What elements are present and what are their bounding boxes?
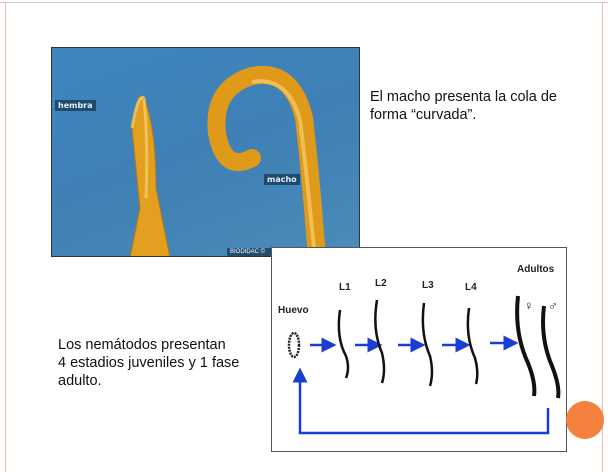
orange-circle-decoration	[566, 401, 604, 439]
life-cycle-diagram: Huevo L1 L2 L3 L4 Adultos ♀ ♂	[271, 247, 567, 452]
nematode-photo: hembra macho BIODIDAC ©	[51, 47, 360, 257]
text-line: 4 estadios juveniles y 1 fase	[58, 355, 240, 371]
stage-l4: L4	[465, 282, 477, 293]
text-line: Los nemátodos presentan	[58, 337, 226, 353]
larva-icons	[337, 299, 479, 387]
text-line: forma “curvada”.	[370, 107, 477, 123]
adult-icons	[515, 295, 561, 399]
stage-arrows	[310, 335, 519, 353]
egg-label: Huevo	[278, 305, 309, 316]
egg-icon	[287, 331, 301, 359]
hembra-label: hembra	[55, 100, 96, 111]
stage-l1: L1	[339, 282, 351, 293]
top-border	[0, 2, 608, 3]
female-symbol: ♀	[524, 298, 534, 313]
adults-label: Adultos	[517, 264, 555, 275]
return-arrow	[292, 367, 550, 435]
text-line: El macho presenta la cola de	[370, 89, 557, 105]
text-line: adulto.	[58, 373, 102, 389]
left-border	[5, 3, 6, 472]
stage-l2: L2	[375, 278, 387, 289]
stage-l3: L3	[422, 280, 434, 291]
male-symbol: ♂	[548, 298, 558, 313]
right-border	[602, 3, 603, 472]
male-description: El macho presenta la cola de forma “curv…	[370, 88, 557, 124]
stages-description: Los nemátodos presentan 4 estadios juven…	[58, 336, 239, 390]
macho-label: macho	[264, 174, 300, 185]
